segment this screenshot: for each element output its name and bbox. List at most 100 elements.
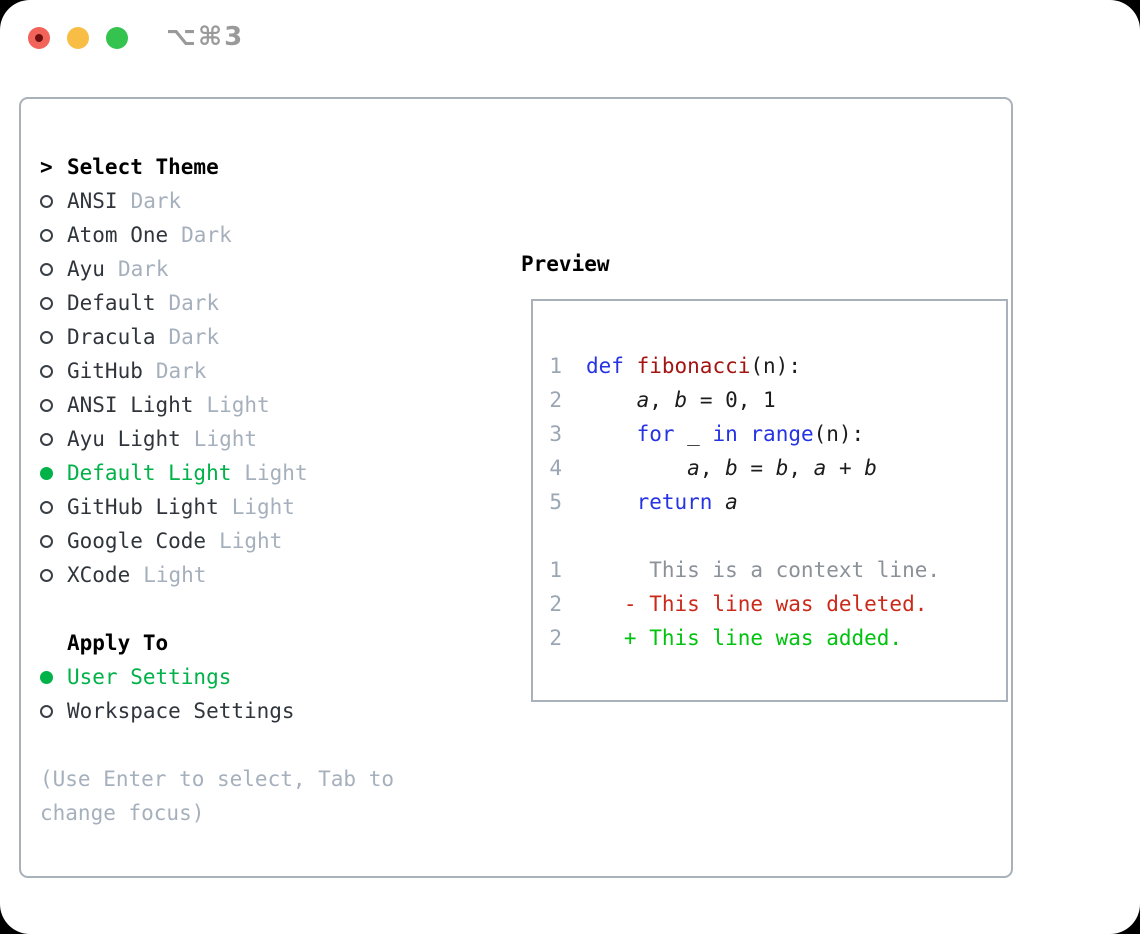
- code-token: b: [775, 456, 789, 480]
- code-token: in: [712, 422, 738, 446]
- focus-chevron-icon: >: [40, 155, 53, 179]
- theme-option[interactable]: Default Dark: [40, 286, 480, 320]
- code-token: for: [636, 422, 675, 446]
- line-number: 3: [549, 422, 562, 446]
- theme-variant: Light: [143, 563, 207, 587]
- radio-icon: [40, 568, 67, 582]
- line-number: 5: [549, 490, 562, 514]
- radio-icon: [40, 364, 67, 378]
- zoom-button[interactable]: [106, 27, 128, 49]
- code-line: 3 for _ in range(n):: [549, 417, 1006, 451]
- theme-name: ANSI: [67, 189, 118, 213]
- code-line: 5 return a: [549, 485, 1006, 519]
- theme-variant: Light: [231, 495, 295, 519]
- diff-line: 2 + This line was added.: [549, 621, 1006, 655]
- code-token: =: [737, 456, 776, 480]
- theme-variant: Dark: [168, 291, 220, 315]
- theme-option[interactable]: Default Light Light: [40, 456, 480, 490]
- code-token: return: [636, 490, 713, 514]
- line-number: 1: [549, 558, 562, 582]
- code-line: 2 a, b = 0, 1: [549, 383, 1006, 417]
- minimize-button[interactable]: [67, 27, 89, 49]
- keyboard-hint: (Use Enter to select, Tab to change focu…: [40, 767, 395, 825]
- code-token: +: [826, 456, 865, 480]
- theme-name: GitHub: [67, 359, 143, 383]
- code-token: fibonacci: [636, 354, 751, 378]
- code-token: a: [687, 456, 700, 480]
- radio-icon: [40, 500, 67, 514]
- code-token: ,: [699, 456, 726, 480]
- diff-text: This is a context line.: [586, 558, 941, 582]
- theme-variant: Dark: [117, 257, 169, 281]
- titlebar: ⌥⌘3: [0, 0, 1140, 76]
- code-token: ,: [788, 456, 814, 480]
- code-token: ,: [649, 388, 675, 412]
- theme-name: Default Light: [67, 461, 232, 485]
- code-token: (n):: [750, 354, 801, 378]
- theme-variant: Dark: [155, 359, 207, 383]
- radio-icon: [40, 432, 67, 446]
- theme-name: Dracula: [67, 325, 156, 349]
- code-token: a: [636, 388, 650, 412]
- theme-name: XCode: [67, 563, 131, 587]
- code-line: 4 a, b = b, a + b: [549, 451, 1006, 485]
- preview-title: Preview: [521, 252, 610, 276]
- theme-variant: Light: [244, 461, 308, 485]
- theme-option[interactable]: GitHub Light Light: [40, 490, 480, 524]
- spacer: [40, 592, 480, 626]
- radio-icon: [40, 296, 67, 310]
- radio-selected-icon: [40, 670, 67, 684]
- apply-to-header: Apply To: [40, 626, 480, 660]
- line-number: 2: [549, 626, 562, 650]
- code-token: [624, 354, 637, 378]
- theme-variant: Light: [219, 529, 283, 553]
- close-record-dot-icon: [35, 34, 43, 42]
- radio-icon: [40, 704, 67, 718]
- code-token: [586, 456, 687, 480]
- radio-icon: [40, 194, 67, 208]
- diff-text: + This line was added.: [586, 626, 903, 650]
- code-token: def: [586, 354, 624, 378]
- code-token: [712, 490, 725, 514]
- theme-name: Default: [67, 291, 156, 315]
- theme-variant: Dark: [130, 189, 182, 213]
- window-title: ⌥⌘3: [166, 22, 245, 52]
- code-token: a: [813, 456, 827, 480]
- theme-option[interactable]: ANSI Dark: [40, 184, 480, 218]
- apply-to-label: Apply To: [67, 631, 169, 655]
- line-number: 2: [549, 388, 562, 412]
- theme-option[interactable]: XCode Light: [40, 558, 480, 592]
- diff-line: 2 - This line was deleted.: [549, 587, 1006, 621]
- close-button[interactable]: [28, 27, 50, 49]
- select-theme-label: Select Theme: [67, 155, 219, 179]
- theme-option[interactable]: GitHub Dark: [40, 354, 480, 388]
- code-token: a: [725, 490, 738, 514]
- diff-text: - This line was deleted.: [586, 592, 928, 616]
- code-token: range: [750, 422, 814, 446]
- code-token: [586, 388, 637, 412]
- radio-icon: [40, 398, 67, 412]
- apply-to-option[interactable]: User Settings: [40, 660, 480, 694]
- radio-icon: [40, 534, 67, 548]
- apply-to-option-label: Workspace Settings: [67, 699, 295, 723]
- line-number: 4: [549, 456, 562, 480]
- code-token: = 0, 1: [687, 388, 776, 412]
- apply-to-option-label: User Settings: [67, 665, 232, 689]
- code-token: (n):: [813, 422, 865, 446]
- theme-name: GitHub Light: [67, 495, 219, 519]
- apply-to-option[interactable]: Workspace Settings: [40, 694, 480, 728]
- theme-variant: Light: [193, 427, 258, 451]
- code-token: b: [725, 456, 738, 480]
- diff-line: 1 This is a context line.: [549, 553, 1006, 587]
- spacer: [40, 728, 480, 762]
- code-token: [738, 422, 751, 446]
